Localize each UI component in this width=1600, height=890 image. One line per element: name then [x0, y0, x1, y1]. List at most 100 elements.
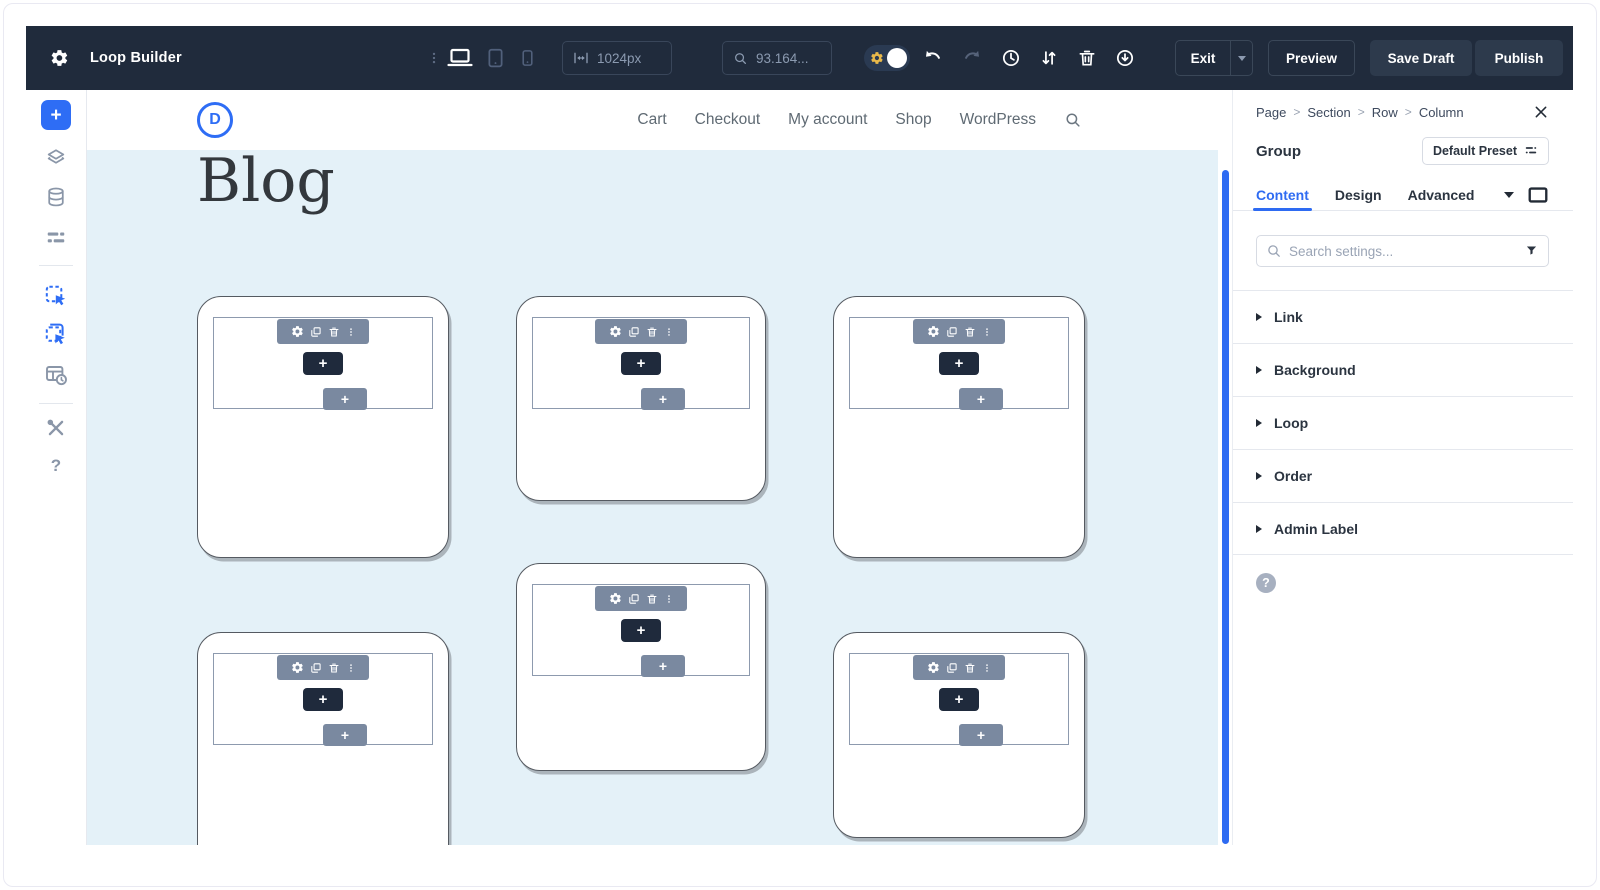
- breadcrumb-page[interactable]: Page: [1256, 104, 1287, 120]
- desktop-view-icon[interactable]: [447, 48, 473, 68]
- undo-icon[interactable]: [923, 48, 943, 68]
- column-placeholder[interactable]: + +: [833, 296, 1085, 558]
- settings-icon[interactable]: [609, 325, 622, 338]
- tab-content[interactable]: Content: [1253, 180, 1312, 211]
- column-placeholder[interactable]: + +: [197, 296, 449, 558]
- history-icon[interactable]: [1001, 48, 1021, 68]
- breadcrumb-column[interactable]: Column: [1418, 104, 1464, 120]
- accordion-order[interactable]: Order: [1233, 449, 1573, 502]
- page-title[interactable]: Blog: [197, 150, 335, 216]
- phone-view-icon[interactable]: [518, 49, 537, 68]
- duplicate-icon[interactable]: [628, 326, 640, 338]
- exit-dropdown-button[interactable]: [1230, 41, 1252, 75]
- accordion-background[interactable]: Background: [1233, 343, 1573, 396]
- more-icon[interactable]: [346, 662, 356, 674]
- nav-item-cart[interactable]: Cart: [637, 111, 667, 128]
- column-placeholder[interactable]: + +: [833, 632, 1085, 838]
- more-icon[interactable]: [982, 662, 992, 674]
- accordion-admin-label[interactable]: Admin Label: [1233, 502, 1573, 555]
- filter-icon[interactable]: [1525, 244, 1538, 257]
- viewport-width-input[interactable]: [597, 50, 661, 66]
- layers-icon[interactable]: [45, 147, 67, 169]
- add-module-button[interactable]: +: [621, 619, 661, 642]
- breadcrumb-row[interactable]: Row: [1371, 104, 1398, 120]
- accordion-loop[interactable]: Loop: [1233, 396, 1573, 449]
- redo-icon[interactable]: [962, 48, 982, 68]
- add-item-button[interactable]: +: [641, 655, 685, 677]
- dynamic-data-icon[interactable]: [45, 186, 67, 208]
- add-module-button[interactable]: +: [41, 100, 71, 130]
- tab-design[interactable]: Design: [1334, 187, 1382, 203]
- nav-item-checkout[interactable]: Checkout: [694, 111, 761, 128]
- tools-icon[interactable]: [45, 417, 67, 439]
- wireframe-history-icon[interactable]: [44, 363, 68, 387]
- zoom-level-input[interactable]: [756, 50, 821, 66]
- viewport-width-field[interactable]: [562, 41, 672, 75]
- site-search-icon[interactable]: [1064, 111, 1082, 129]
- add-module-button[interactable]: +: [303, 352, 343, 375]
- responsive-desktop-icon[interactable]: [1527, 186, 1549, 204]
- tab-advanced[interactable]: Advanced: [1407, 187, 1475, 203]
- nav-item-my-account[interactable]: My account: [788, 111, 868, 128]
- exit-button[interactable]: Exit: [1175, 40, 1253, 76]
- duplicate-icon[interactable]: [946, 662, 958, 674]
- duplicate-icon[interactable]: [628, 593, 640, 605]
- add-item-button[interactable]: +: [641, 388, 685, 410]
- default-preset-button[interactable]: Default Preset: [1421, 137, 1549, 165]
- nav-item-wordpress[interactable]: WordPress: [959, 111, 1036, 128]
- column-placeholder[interactable]: + +: [197, 632, 449, 845]
- help-icon[interactable]: ?: [50, 456, 62, 475]
- portability-icon[interactable]: [1115, 48, 1135, 68]
- duplicate-icon[interactable]: [310, 662, 322, 674]
- add-module-button[interactable]: +: [621, 352, 661, 375]
- settings-search-input[interactable]: [1256, 235, 1549, 267]
- publish-button[interactable]: Publish: [1475, 40, 1563, 76]
- add-item-button[interactable]: +: [323, 724, 367, 746]
- trash-icon[interactable]: [646, 326, 658, 338]
- add-module-button[interactable]: +: [303, 688, 343, 711]
- panel-resize-handle[interactable]: [1222, 170, 1229, 844]
- page-settings-icon[interactable]: [45, 227, 67, 249]
- settings-icon[interactable]: [927, 661, 940, 674]
- add-module-button[interactable]: +: [939, 688, 979, 711]
- more-icon[interactable]: [664, 593, 674, 605]
- click-select-icon[interactable]: [44, 284, 68, 308]
- duplicate-icon[interactable]: [946, 326, 958, 338]
- add-item-button[interactable]: +: [959, 388, 1003, 410]
- add-item-button[interactable]: +: [959, 724, 1003, 746]
- breadcrumb-section[interactable]: Section: [1307, 104, 1351, 120]
- settings-icon[interactable]: [291, 325, 304, 338]
- blog-section[interactable]: Blog + + + + + +: [87, 150, 1218, 845]
- nav-item-shop[interactable]: Shop: [895, 111, 932, 128]
- settings-icon[interactable]: [291, 661, 304, 674]
- builder-mode-toggle[interactable]: [864, 45, 910, 71]
- settings-icon[interactable]: [927, 325, 940, 338]
- more-options-icon[interactable]: [427, 49, 441, 67]
- zoom-level-field[interactable]: [722, 41, 832, 75]
- column-placeholder[interactable]: + +: [516, 563, 766, 771]
- close-icon[interactable]: [1533, 104, 1549, 120]
- tablet-view-icon[interactable]: [485, 48, 506, 69]
- sort-layers-icon[interactable]: [1039, 48, 1059, 68]
- column-placeholder[interactable]: + +: [516, 296, 766, 501]
- trash-icon[interactable]: [328, 662, 340, 674]
- trash-icon[interactable]: [646, 593, 658, 605]
- more-icon[interactable]: [346, 326, 356, 338]
- trash-icon[interactable]: [328, 326, 340, 338]
- duplicate-icon[interactable]: [310, 326, 322, 338]
- site-logo[interactable]: D: [197, 102, 233, 138]
- more-icon[interactable]: [982, 326, 992, 338]
- trash-icon[interactable]: [1077, 48, 1097, 68]
- settings-icon[interactable]: [609, 592, 622, 605]
- add-item-button[interactable]: +: [323, 388, 367, 410]
- trash-icon[interactable]: [964, 326, 976, 338]
- preview-button[interactable]: Preview: [1268, 40, 1355, 76]
- save-draft-button[interactable]: Save Draft: [1370, 40, 1472, 76]
- builder-settings-icon[interactable]: [50, 49, 69, 68]
- trash-icon[interactable]: [964, 662, 976, 674]
- add-module-button[interactable]: +: [939, 352, 979, 375]
- chevron-down-icon[interactable]: [1504, 192, 1514, 198]
- hover-select-icon[interactable]: [44, 322, 68, 346]
- panel-help-icon[interactable]: ?: [1256, 573, 1276, 593]
- accordion-link[interactable]: Link: [1233, 290, 1573, 343]
